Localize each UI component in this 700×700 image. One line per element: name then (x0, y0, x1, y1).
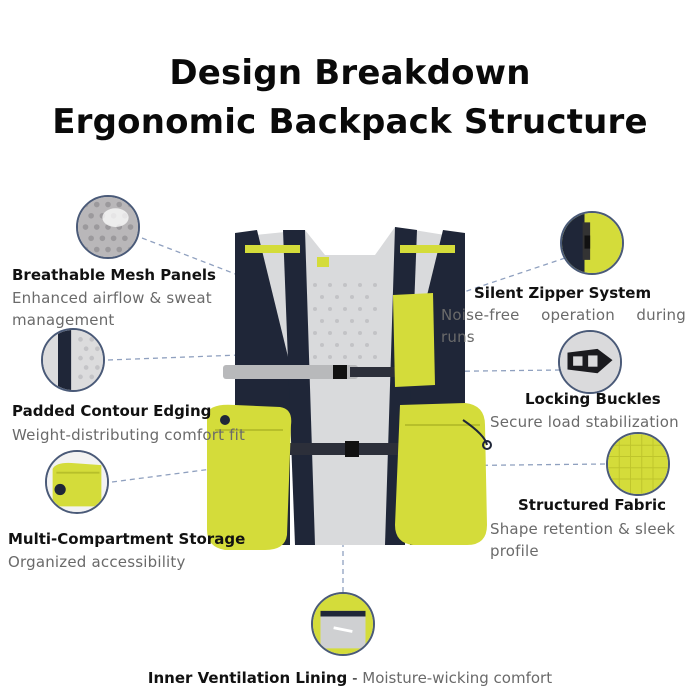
pocket-closeup-icon (45, 450, 109, 514)
mesh-closeup-icon (76, 195, 140, 259)
buckles-desc: Secure load stabilization (490, 413, 679, 431)
edging-desc: Weight-distributing comfort fit (12, 426, 246, 444)
storage-desc: Organized accessibility (8, 553, 186, 571)
lining-desc: Moisture-wicking comfort (362, 669, 553, 687)
zipper-desc: Noise-free operation during runs (441, 306, 686, 346)
fabric-desc: Shape retention & sleek profile (490, 520, 676, 560)
zipper-title: Silent Zipper System (474, 284, 652, 302)
storage-title: Multi-Compartment Storage (8, 530, 246, 548)
title-line-1: Design Breakdown (169, 53, 531, 93)
mesh-desc: Enhanced airflow & sweat management (12, 289, 212, 329)
lining-separator: - (347, 669, 363, 687)
lining-title: Inner Ventilation Lining (147, 669, 348, 687)
edging-title: Padded Contour Edging (12, 402, 212, 420)
title-line-2: Ergonomic Backpack Structure (52, 102, 648, 142)
fabric-title: Structured Fabric (518, 496, 666, 514)
lining-label: Inner Ventilation Lining - Moisture-wick… (0, 669, 700, 687)
lining-closeup-icon (311, 592, 375, 656)
buckle-closeup-icon (558, 330, 622, 394)
fabric-closeup-icon (606, 432, 670, 496)
zipper-closeup-icon (560, 211, 624, 275)
buckles-title: Locking Buckles (525, 390, 661, 408)
mesh-title: Breathable Mesh Panels (12, 266, 216, 284)
edging-closeup-icon (41, 328, 105, 392)
vest-illustration (195, 215, 505, 560)
